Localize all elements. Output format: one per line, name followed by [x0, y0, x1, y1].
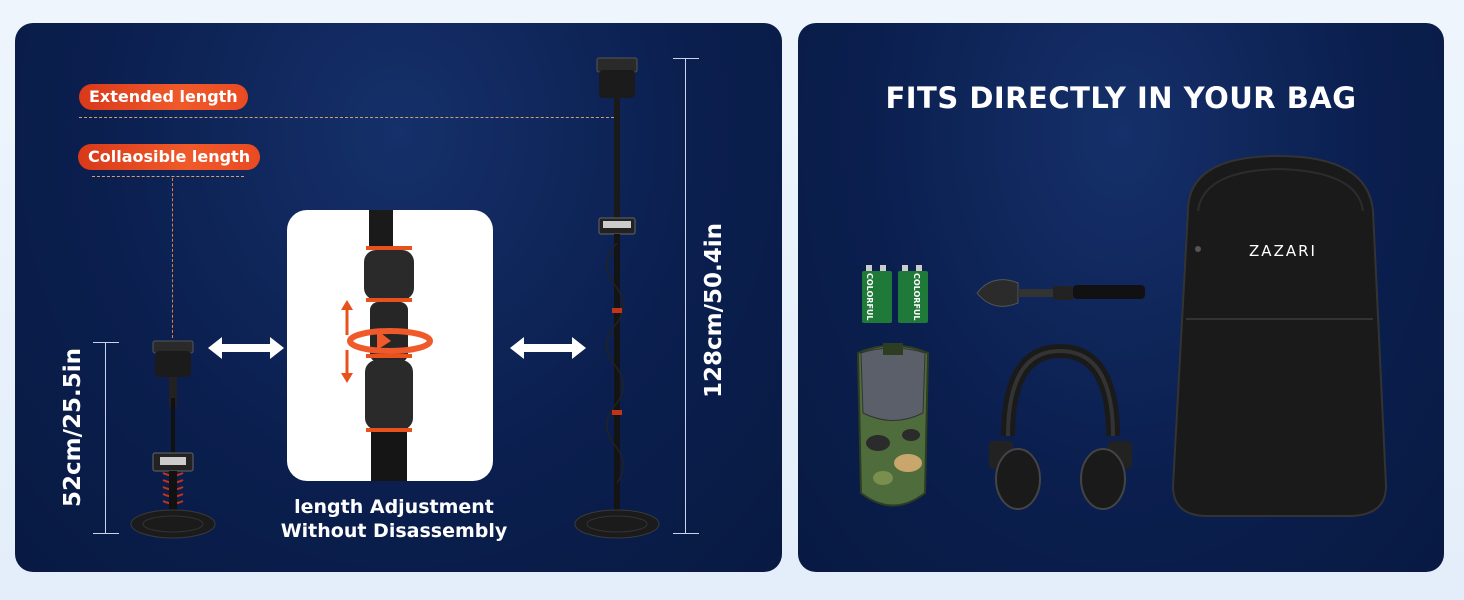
- long-measure-bottom-tick: [673, 533, 699, 534]
- right-double-arrow: [510, 337, 586, 359]
- panel-title: FITS DIRECTLY IN YOUR BAG: [885, 81, 1357, 115]
- collapsible-vertical-guide: [172, 178, 173, 338]
- shovel-icon: [976, 279, 1145, 307]
- headphones-icon: [989, 343, 1132, 510]
- camo-pouch-icon: [856, 343, 930, 507]
- caption-line-2: Without Disassembly: [280, 520, 508, 542]
- extended-length-guide: [79, 117, 619, 118]
- collapsible-length-label: Collaosible length: [78, 144, 261, 170]
- battery-labels: COLORFUL COLORFUL: [865, 273, 921, 321]
- adjustment-detail-card: [287, 210, 493, 481]
- collapsed-height-label: 52cm/25.5in: [60, 347, 86, 507]
- short-measure-bottom-tick: [93, 533, 119, 534]
- adjustment-caption: length Adjustment Without Disassembly: [265, 495, 523, 543]
- short-measure-top-tick: [93, 342, 119, 343]
- battery-icon: [862, 265, 928, 323]
- battery-brand-1: COLORFUL: [865, 273, 874, 321]
- telescopic-shaft-closeup: [341, 210, 433, 481]
- long-measure-top-tick: [673, 58, 699, 59]
- collapsed-detector-image: [130, 340, 216, 539]
- left-double-arrow: [208, 337, 284, 359]
- extended-length-label: Extended length: [79, 84, 248, 110]
- backpack-brand: ZAZARI: [1249, 242, 1317, 260]
- caption-line-1: length Adjustment: [294, 496, 494, 518]
- collapsible-length-guide: [92, 176, 244, 177]
- accessories-panel: FITS DIRECTLY IN YOUR BAG COLORFUL COLOR…: [798, 23, 1444, 572]
- short-measure-line: [105, 342, 106, 534]
- extended-height-label: 128cm/50.4in: [701, 222, 727, 398]
- long-measure-line: [685, 58, 686, 534]
- length-panel: Extended length Collaosible length 52cm/…: [15, 23, 782, 572]
- battery-brand-2: COLORFUL: [912, 273, 921, 321]
- backpack-icon: [1171, 154, 1388, 517]
- extended-detector-image: [574, 57, 660, 539]
